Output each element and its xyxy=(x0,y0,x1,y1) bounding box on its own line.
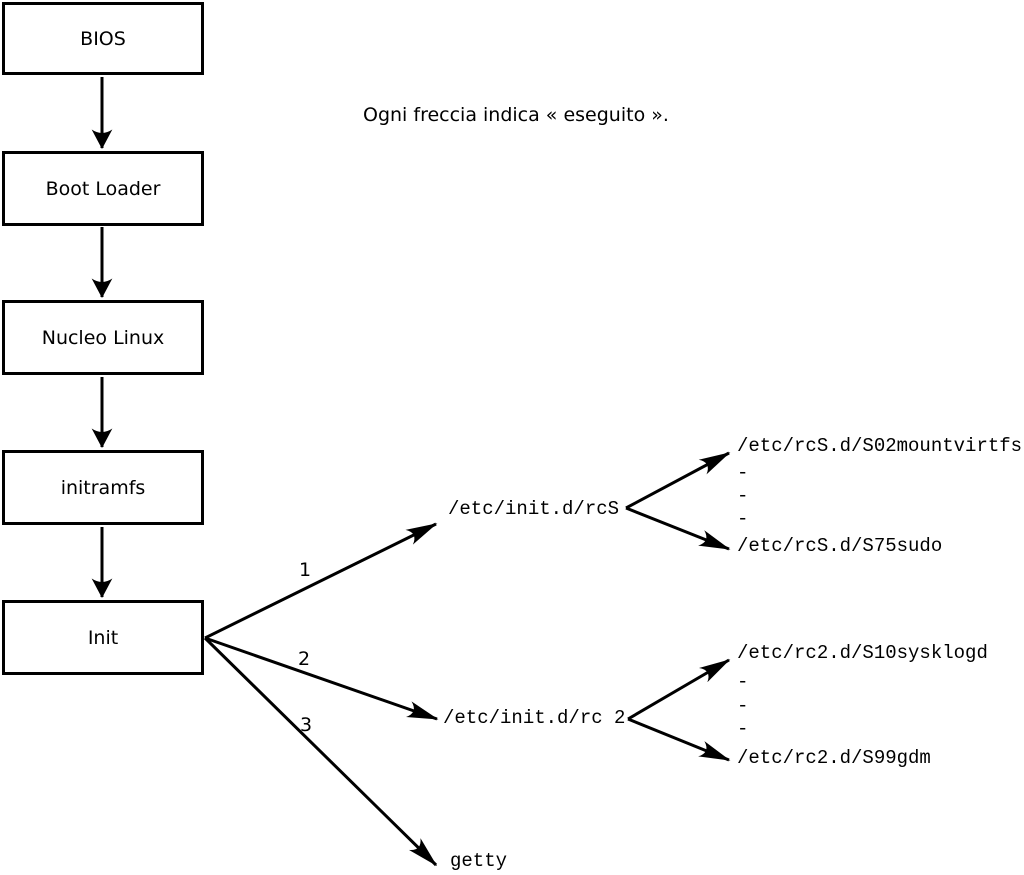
rc2-arrow-first xyxy=(627,658,731,721)
rcS-arrow-last xyxy=(625,506,731,551)
flow-box-nucleo-linux-rect xyxy=(2,300,204,375)
rc2-script-fan: /etc/rc2.d/S10sysklogd - - - /etc/rc2.d/… xyxy=(627,642,988,769)
script-s99gdm: /etc/rc2.d/S99gdm xyxy=(737,747,931,769)
branch-number-2: 2 xyxy=(298,648,310,670)
ellipsis-dash: - xyxy=(737,695,748,717)
branch-arrow-3 xyxy=(203,636,438,867)
flow-box-bios: BIOS xyxy=(2,2,204,75)
init-branch-fan: 1 2 3 xyxy=(203,522,439,867)
flow-box-bios-rect xyxy=(2,2,204,75)
flow-box-nucleo-linux-label: Nucleo Linux xyxy=(42,327,165,349)
branch-number-3: 3 xyxy=(300,714,312,736)
flow-box-initramfs-rect xyxy=(2,450,204,525)
target-rc2: /etc/init.d/rc 2 xyxy=(443,707,625,729)
branch-arrow-2 xyxy=(204,636,439,721)
flow-box-boot-loader-rect xyxy=(2,151,204,226)
note-text: Ogni freccia indica « eseguito ». xyxy=(363,104,669,126)
ellipsis-dash: - xyxy=(737,508,748,530)
flow-box-boot-loader: Boot Loader xyxy=(2,151,204,226)
script-s02mountvirtfs: /etc/rcS.d/S02mountvirtfs xyxy=(737,435,1022,457)
branch-arrow-1 xyxy=(204,522,438,640)
flow-box-bios-label: BIOS xyxy=(80,28,126,50)
flow-box-nucleo-linux: Nucleo Linux xyxy=(2,300,204,375)
branch-number-1: 1 xyxy=(299,559,311,581)
flow-box-init-rect xyxy=(2,600,204,675)
target-rcS: /etc/init.d/rcS xyxy=(448,498,619,520)
target-getty: getty xyxy=(450,850,507,872)
script-s10sysklogd: /etc/rc2.d/S10sysklogd xyxy=(737,642,988,664)
flow-box-boot-loader-label: Boot Loader xyxy=(46,178,161,200)
rcS-script-fan: /etc/rcS.d/S02mountvirtfs - - - /etc/rcS… xyxy=(625,435,1022,557)
ellipsis-dash: - xyxy=(737,462,748,484)
rc2-arrow-last xyxy=(627,717,731,762)
script-s75sudo: /etc/rcS.d/S75sudo xyxy=(737,535,942,557)
flow-box-init-label: Init xyxy=(88,627,118,649)
rcS-arrow-first xyxy=(625,451,731,510)
flow-box-initramfs-label: initramfs xyxy=(61,477,146,499)
ellipsis-dash: - xyxy=(737,671,748,693)
ellipsis-dash: - xyxy=(737,485,748,507)
ellipsis-dash: - xyxy=(737,718,748,740)
flow-box-initramfs: initramfs xyxy=(2,450,204,525)
flow-box-init: Init xyxy=(2,600,204,675)
